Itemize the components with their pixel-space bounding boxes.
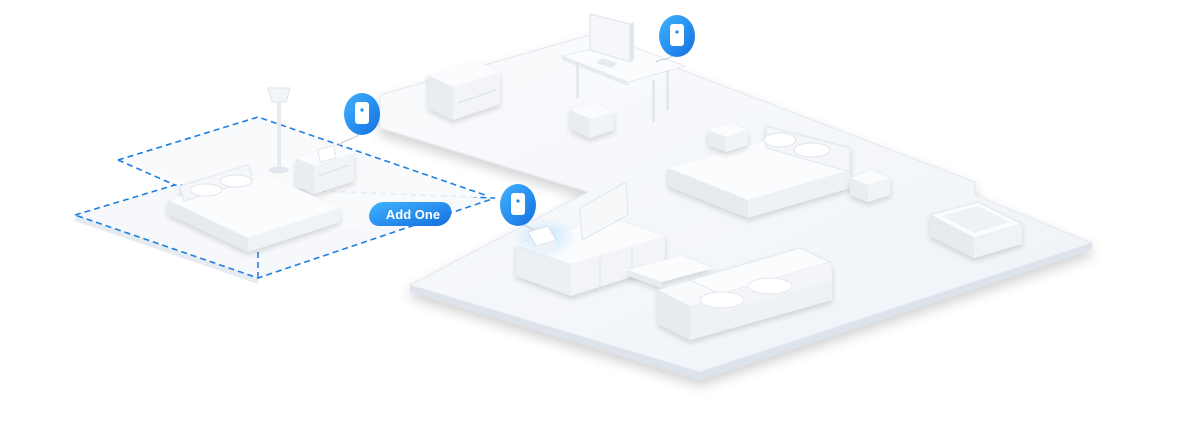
bed-icon [668, 125, 851, 218]
powerline-adapter-icon [655, 15, 695, 63]
add-one-label: Add One [386, 207, 440, 222]
tv-icon [579, 181, 629, 241]
powerline-adapter-icon [500, 184, 536, 231]
sofa-icon [658, 247, 832, 340]
nightstand-icon [850, 171, 890, 202]
powerline-adapter-icon [337, 93, 380, 147]
cabinet-icon [628, 256, 714, 288]
tv-icon [589, 13, 634, 68]
nightstand-icon [708, 123, 748, 152]
bed-icon [168, 164, 340, 252]
bathtub-icon [928, 201, 1024, 258]
lamp-icon [267, 87, 291, 174]
add-one-button[interactable]: Add One [367, 202, 453, 226]
powerline-adapter-icon [527, 225, 557, 254]
nightstand-icon [296, 144, 354, 194]
cabinet-icon [570, 103, 614, 138]
dresser-icon [428, 60, 500, 120]
